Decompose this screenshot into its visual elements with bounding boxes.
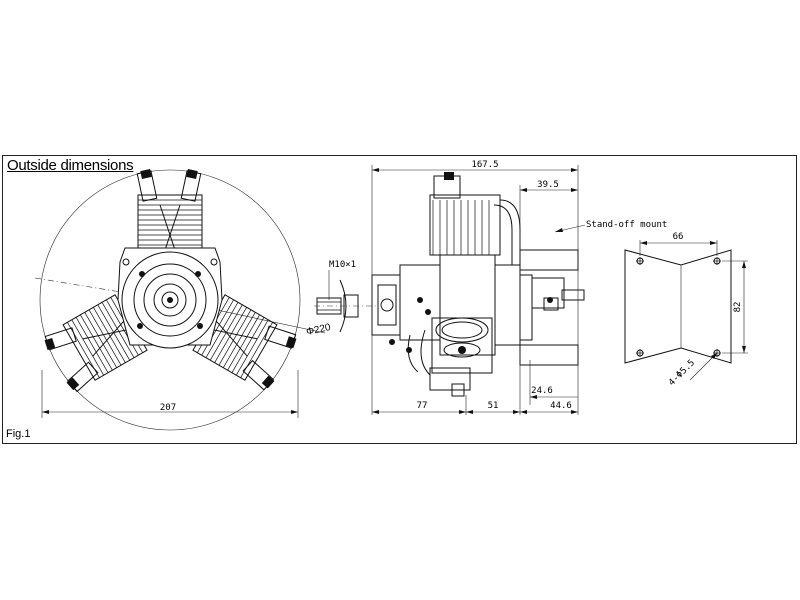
middle-section-label: 51 — [488, 401, 499, 411]
rear-section-label: 44.6 — [550, 401, 572, 411]
top-cylinder — [136, 169, 203, 266]
mount-view — [624, 240, 748, 381]
mount-plate — [624, 249, 732, 364]
prop-diameter-label: Φ220 — [305, 322, 332, 338]
mount-depth-label: 39.5 — [537, 180, 559, 190]
engine-side-body — [371, 172, 585, 397]
front-section-label: 77 — [417, 401, 428, 411]
standoff-label: Stand-off mount — [586, 220, 667, 230]
side-view: M10×1 — [314, 160, 667, 415]
front-view: 207 Φ220 — [34, 169, 332, 431]
overall-length-label: 167.5 — [471, 160, 498, 170]
figure-label: Fig.1 — [6, 428, 31, 440]
thread-label: M10×1 — [329, 260, 356, 270]
figure-frame — [2, 155, 797, 444]
crankcase — [117, 247, 223, 349]
hole-spacing-label: 66 — [673, 232, 684, 242]
flange-label: 24.6 — [531, 386, 553, 396]
hole-spec-label: 4-Φ5.5 — [667, 358, 697, 388]
width-dimension — [41, 370, 299, 418]
side-dimensions — [371, 165, 586, 415]
figure-title: Outside dimensions — [7, 157, 134, 174]
mount-height-label: 82 — [733, 302, 743, 313]
width-label: 207 — [160, 403, 176, 413]
propeller-disc — [39, 169, 301, 431]
